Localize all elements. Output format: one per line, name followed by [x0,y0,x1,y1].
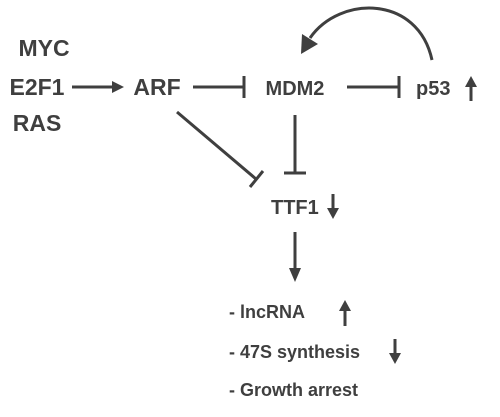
outcome-47s-synthesis: - 47S synthesis [229,342,360,362]
node-p53: p53 [416,78,450,100]
node-myc: MYC [18,35,69,61]
node-e2f1: E2F1 [10,74,65,100]
arrowhead-icon [289,268,301,282]
arrowhead-icon [112,81,124,93]
synthesis-down-arrow-icon [389,339,401,364]
edge-arf-inhibits-ttf1 [176,110,265,188]
outcome-growth-arrest: - Growth arrest [229,380,358,400]
node-mdm2: MDM2 [266,78,325,100]
edge-mdm2-inhibits-ttf1 [284,115,306,175]
p53-up-arrow-icon [465,76,477,101]
outcome-lncrna: - lncRNA [229,302,305,322]
edge-arf-inhibits-mdm2 [193,76,246,98]
edge-p53-activates-mdm2 [301,6,434,61]
edge-mdm2-inhibits-p53 [347,76,401,98]
node-ras: RAS [13,110,62,136]
edge-activators-to-arf [72,81,124,93]
node-ttf1: TTF1 [271,197,319,219]
edge-ttf1-to-outcomes [289,232,301,282]
arrowhead-icon [301,34,318,54]
ttf1-down-arrow-icon [327,194,339,219]
lncrna-up-arrow-icon [339,300,351,326]
node-arf: ARF [133,74,180,100]
